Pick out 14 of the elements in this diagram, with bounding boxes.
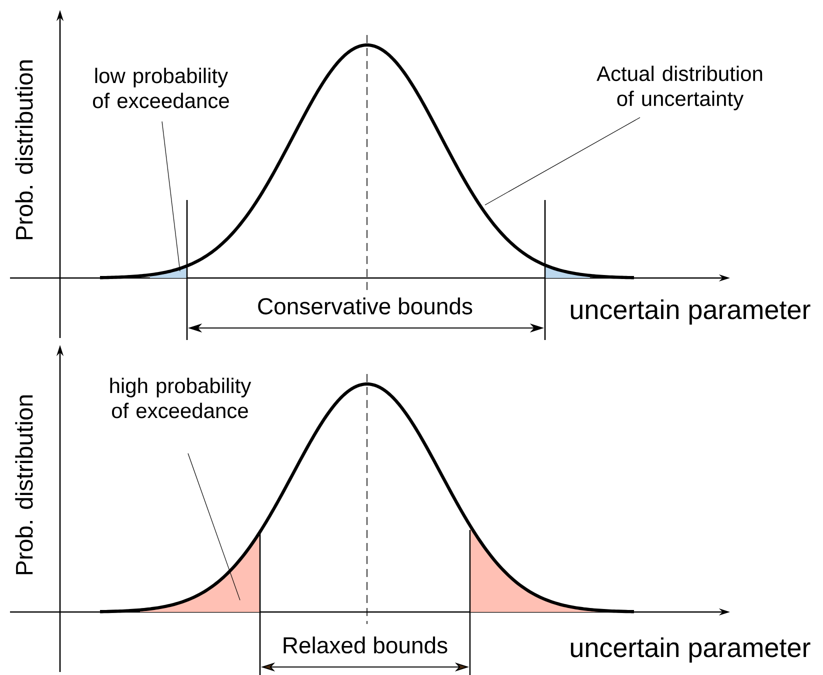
leader-line: [188, 453, 240, 600]
leader-line: [162, 121, 180, 272]
axis-title: Prob. distribution: [14, 392, 34, 578]
axis-title: Prob. distribution: [14, 58, 34, 242]
dimension-label: Conservative bounds: [256, 296, 474, 316]
shaded-tail: [150, 266, 187, 278]
annotation-text: Actual distribution of uncertainty: [596, 66, 762, 110]
shaded-tail: [545, 265, 590, 278]
dimension-label: Relaxed bounds: [280, 636, 450, 654]
axis-title: uncertain parameter: [568, 298, 812, 326]
annotation-text: high probability of exceedance: [110, 378, 252, 418]
axis-title: uncertain parameter: [568, 636, 812, 664]
annotation-text: low probability of exceedance: [93, 68, 229, 108]
leader-line: [484, 117, 640, 206]
